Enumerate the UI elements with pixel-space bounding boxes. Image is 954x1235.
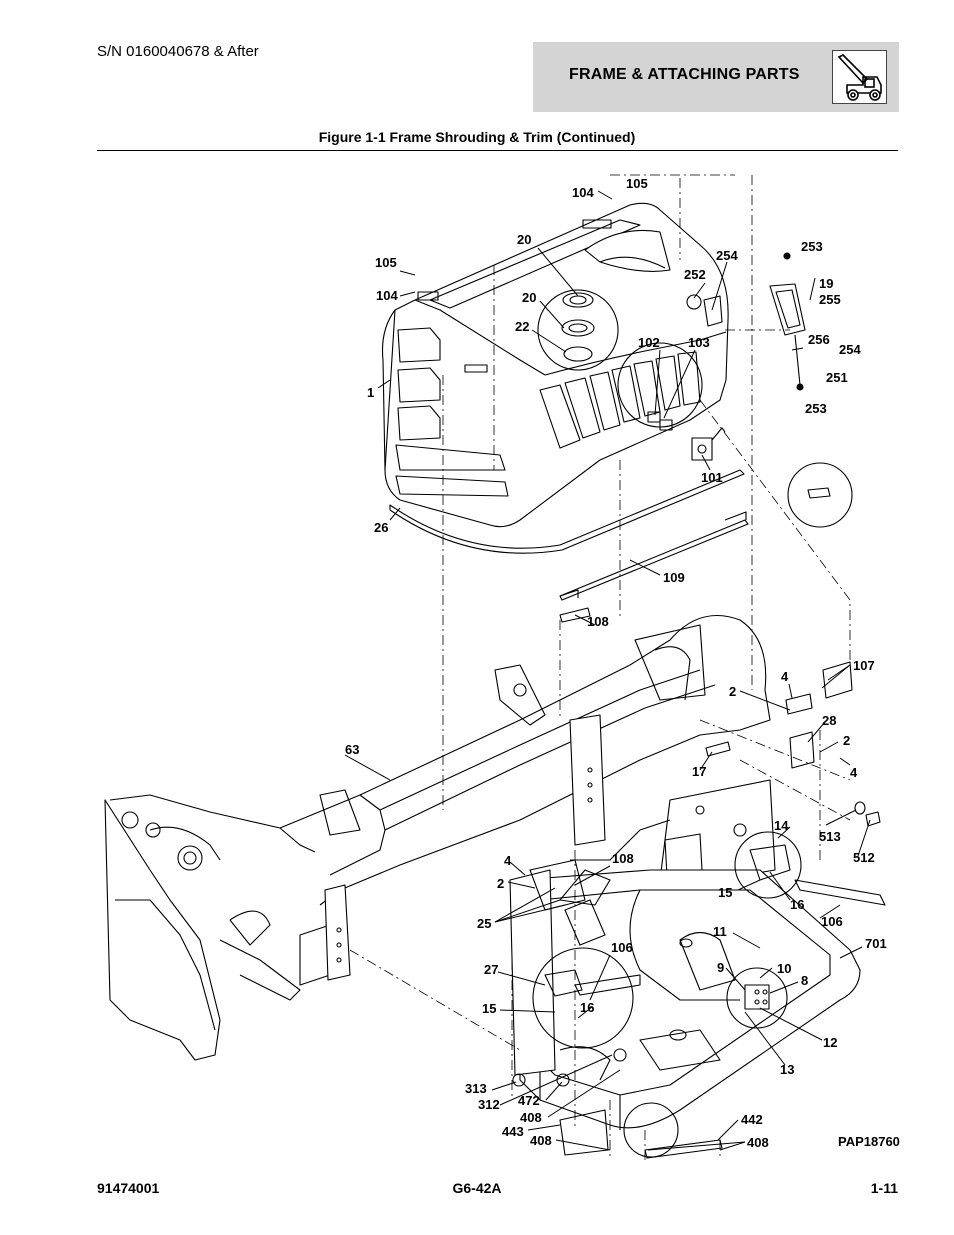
callout-2: 2 bbox=[497, 876, 504, 891]
callout-251: 251 bbox=[826, 370, 848, 385]
callout-4: 4 bbox=[781, 669, 789, 684]
callout-108: 108 bbox=[587, 614, 609, 629]
callout-107: 107 bbox=[853, 658, 875, 673]
callout-17: 17 bbox=[692, 764, 706, 779]
callout-109: 109 bbox=[663, 570, 685, 585]
callout-15: 15 bbox=[482, 1001, 496, 1016]
callout-16: 16 bbox=[790, 897, 804, 912]
callout-701: 701 bbox=[865, 936, 887, 951]
telehandler-icon bbox=[832, 50, 887, 104]
callout-408: 408 bbox=[530, 1133, 552, 1148]
callout-104: 104 bbox=[376, 288, 398, 303]
callout-442: 442 bbox=[741, 1112, 763, 1127]
callout-11: 11 bbox=[713, 924, 727, 939]
drawing-id: PAP18760 bbox=[838, 1134, 900, 1149]
section-header: FRAME & ATTACHING PARTS bbox=[533, 42, 899, 112]
callout-106: 106 bbox=[821, 914, 843, 929]
figure-title: Figure 1-1 Frame Shrouding & Trim (Conti… bbox=[318, 129, 636, 145]
callout-20: 20 bbox=[522, 290, 536, 305]
serial-number-range: S/N 0160040678 & After bbox=[97, 43, 259, 60]
callout-1: 1 bbox=[367, 385, 374, 400]
callout-255: 255 bbox=[819, 292, 841, 307]
callout-19: 19 bbox=[819, 276, 833, 291]
callout-103: 103 bbox=[688, 335, 710, 350]
callout-2: 2 bbox=[843, 733, 850, 748]
callout-108: 108 bbox=[612, 851, 634, 866]
callout-63: 63 bbox=[345, 742, 359, 757]
callout-408: 408 bbox=[747, 1135, 769, 1150]
callout-22: 22 bbox=[515, 319, 529, 334]
callout-13: 13 bbox=[780, 1062, 794, 1077]
callout-4: 4 bbox=[850, 765, 858, 780]
callout-105: 105 bbox=[375, 255, 397, 270]
callout-472: 472 bbox=[518, 1093, 540, 1108]
callout-443: 443 bbox=[502, 1124, 524, 1139]
callout-14: 14 bbox=[774, 818, 789, 833]
section-title: FRAME & ATTACHING PARTS bbox=[569, 66, 800, 83]
hood-shroud bbox=[381, 202, 729, 528]
callout-253: 253 bbox=[801, 239, 823, 254]
callout-254: 254 bbox=[839, 342, 861, 357]
callout-106: 106 bbox=[611, 940, 633, 955]
callout-27: 27 bbox=[484, 962, 498, 977]
callout-20: 20 bbox=[517, 232, 531, 247]
callout-8: 8 bbox=[801, 973, 808, 988]
footer-model: G6-42A bbox=[452, 1180, 502, 1196]
callout-105: 105 bbox=[626, 176, 648, 191]
callout-15: 15 bbox=[718, 885, 732, 900]
callout-512: 512 bbox=[853, 850, 875, 865]
footer-document-number: 91474001 bbox=[97, 1180, 160, 1196]
header-divider bbox=[97, 150, 898, 151]
callout-513: 513 bbox=[819, 829, 841, 844]
callout-2: 2 bbox=[729, 684, 736, 699]
callout-26: 26 bbox=[374, 520, 388, 535]
callout-253: 253 bbox=[805, 401, 827, 416]
main-frame bbox=[104, 614, 776, 1061]
callout-102: 102 bbox=[638, 335, 660, 350]
base-tub bbox=[509, 831, 886, 1158]
callout-313: 313 bbox=[465, 1081, 487, 1096]
callout-4: 4 bbox=[504, 853, 512, 868]
callout-12: 12 bbox=[823, 1035, 837, 1050]
callout-28: 28 bbox=[822, 713, 836, 728]
callout-252: 252 bbox=[684, 267, 706, 282]
callout-16: 16 bbox=[580, 1000, 594, 1015]
callout-10: 10 bbox=[777, 961, 791, 976]
callout-256: 256 bbox=[808, 332, 830, 347]
callout-9: 9 bbox=[717, 960, 724, 975]
callout-408: 408 bbox=[520, 1110, 542, 1125]
footer-page-number: 1-11 bbox=[870, 1180, 898, 1196]
callout-104: 104 bbox=[572, 185, 594, 200]
callout-312: 312 bbox=[478, 1097, 500, 1112]
callout-25: 25 bbox=[477, 916, 491, 931]
callout-254: 254 bbox=[716, 248, 738, 263]
gasket-seal bbox=[389, 469, 745, 554]
callout-101: 101 bbox=[701, 470, 723, 485]
